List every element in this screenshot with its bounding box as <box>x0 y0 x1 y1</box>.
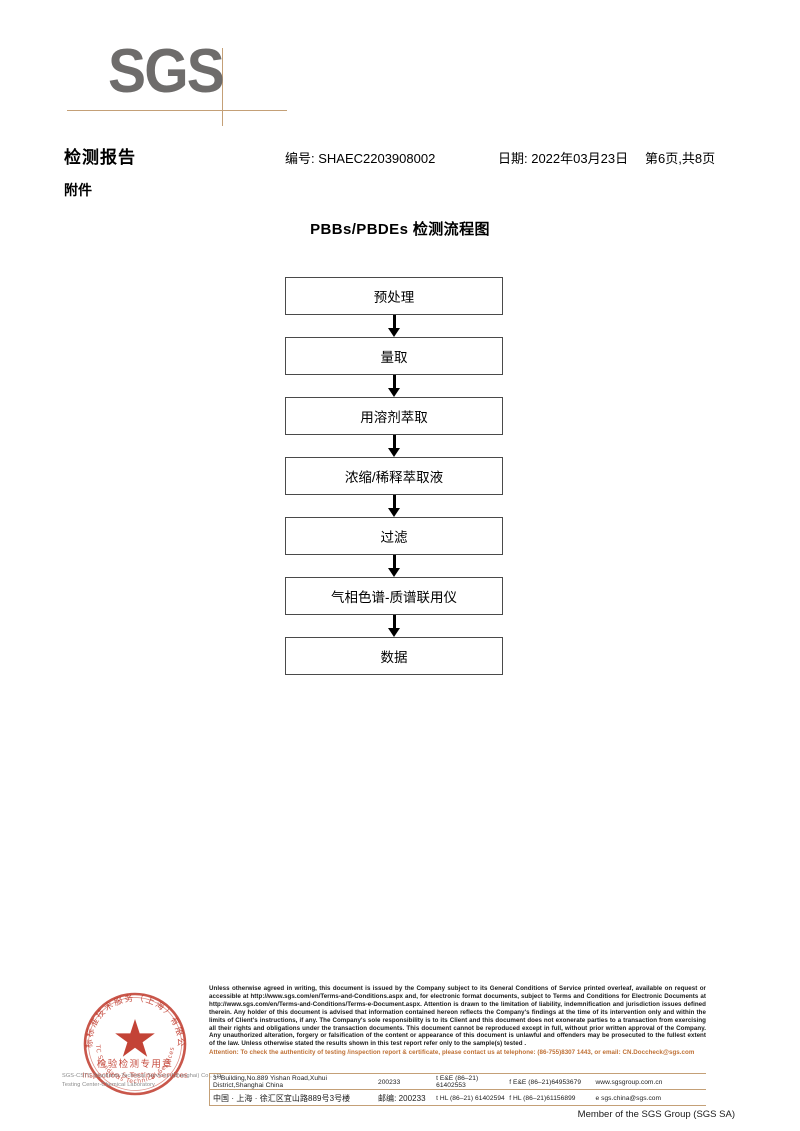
sgs-logo: SGS <box>67 37 287 126</box>
member-statement: Member of the SGS Group (SGS SA) <box>577 1109 735 1120</box>
arrow-head-icon <box>388 568 400 577</box>
star-icon <box>115 1019 155 1057</box>
flow-step-filtration: 过滤 <box>285 517 503 555</box>
flow-step-measure: 量取 <box>285 337 503 375</box>
postcode-cn: 邮编: 200233 <box>378 1093 426 1103</box>
arrow-shaft <box>392 495 396 510</box>
footer-rule-left <box>209 1073 210 1105</box>
legal-attention: Attention: To check the authenticity of … <box>209 1049 695 1057</box>
flow-step-data: 数据 <box>285 637 503 675</box>
address-cn: 中国 · 上海 · 徐汇区宜山路889号3号楼 <box>213 1093 351 1103</box>
legal-disclaimer: Unless otherwise agreed in writing, this… <box>209 985 706 1057</box>
logo-horizontal-rule <box>67 110 287 111</box>
arrow-head-icon <box>388 388 400 397</box>
seal-caption: SGS-CSTC Standards Technical Services (S… <box>62 1072 232 1090</box>
arrow-shaft <box>392 375 396 390</box>
arrow-shaft <box>392 555 396 570</box>
footer-address-row-cn: 中国 · 上海 · 徐汇区宜山路889号3号楼 邮编: 200233 t HL … <box>213 1090 708 1106</box>
flow-step-solvent-extraction: 用溶剂萃取 <box>285 397 503 435</box>
seal-caption-line-2: Testing Center-Chemical Laboratory <box>62 1082 155 1088</box>
postcode-en: 200233 <box>378 1078 401 1086</box>
flow-arrow-5 <box>285 555 503 577</box>
seal-caption-line-1: SGS-CSTC Standards Technical Services (S… <box>62 1073 224 1079</box>
logo-wordmark: SGS <box>108 37 225 106</box>
page-title: 检测报告 <box>64 148 136 167</box>
flow-step-gcms: 气相色谱-质谱联用仪 <box>285 577 503 615</box>
arrow-head-icon <box>388 508 400 517</box>
flow-arrow-4 <box>285 495 503 517</box>
arrow-shaft <box>392 315 396 330</box>
logo-vertical-rule <box>222 48 223 126</box>
svg-text:Inspection & Testing Services: Inspection & Testing Services <box>82 1071 187 1080</box>
flow-arrow-1 <box>285 315 503 337</box>
footer-rule-top <box>209 1073 706 1074</box>
flow-arrow-6 <box>285 615 503 637</box>
footer-address-row-en: 3ʳᵈBuilding,No.889 Yishan Road,Xuhui Dis… <box>213 1074 708 1090</box>
arrow-shaft <box>392 615 396 630</box>
arrow-head-icon <box>388 328 400 337</box>
arrow-head-icon <box>388 448 400 457</box>
company-seal-stamp: 通标标准技术服务（上海）有限公司 SGS-CSTC Standards Tech… <box>76 985 194 1103</box>
flow-step-pretreatment: 预处理 <box>285 277 503 315</box>
website: www.sgsgroup.com.cn <box>595 1078 663 1086</box>
fax-ee: f E&E (86–21)64953679 <box>509 1078 582 1086</box>
report-number: 编号: SHAEC2203908002 <box>285 151 436 166</box>
flow-arrow-3 <box>285 435 503 457</box>
address-en: 3ʳᵈBuilding,No.889 Yishan Road,Xuhui Dis… <box>213 1075 328 1089</box>
fax-hl: f HL (86–21)61156899 <box>509 1094 576 1102</box>
attachment-label: 附件 <box>64 182 92 198</box>
report-date: 日期: 2022年03月23日 <box>498 151 629 166</box>
svg-text:检验检测专用章: 检验检测专用章 <box>97 1058 173 1070</box>
page-indicator: 第6页,共8页 <box>645 151 716 166</box>
footer-rule-middle <box>209 1089 706 1090</box>
flow-step-concentrate-dilute: 浓缩/稀释萃取液 <box>285 457 503 495</box>
email: e sgs.china@sgs.com <box>595 1094 662 1102</box>
flowchart: 预处理 量取 用溶剂萃取 浓缩/稀释萃取液 过滤 气相色谱-质谱联用仪 <box>285 277 503 675</box>
seal-svg: 通标标准技术服务（上海）有限公司 SGS-CSTC Standards Tech… <box>76 985 188 1096</box>
footer-rule-bottom <box>209 1105 706 1106</box>
telephone-hl: t HL (86–21) 61402594 <box>436 1094 505 1102</box>
flow-arrow-2 <box>285 375 503 397</box>
arrow-head-icon <box>388 628 400 637</box>
telephone-ee: t E&E (86–21) 61402553 <box>436 1075 479 1089</box>
arrow-shaft <box>392 435 396 450</box>
legal-body: Unless otherwise agreed in writing, this… <box>209 985 706 1048</box>
flowchart-title: PBBs/PBDEs 检测流程图 <box>310 221 490 238</box>
